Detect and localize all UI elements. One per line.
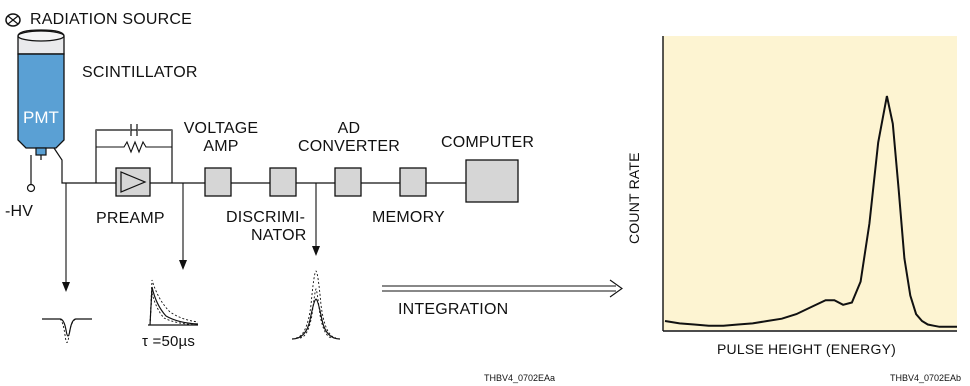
memory-box: [399, 167, 427, 197]
hv-terminal: [26, 183, 36, 193]
pmt-pulse-waveform: [42, 318, 92, 343]
voltage-amp-label-1: VOLTAGE: [183, 120, 259, 137]
chart-plot-area: [663, 36, 957, 330]
pmt-label: PMT: [23, 108, 59, 127]
computer-box: [465, 159, 519, 203]
preamp-label: PREAMP: [96, 210, 165, 227]
discriminator-box: [269, 167, 297, 197]
preamp-output-arrow: [179, 183, 187, 270]
radiation-source-label: RADIATION SOURCE: [30, 11, 193, 28]
ad-converter-label-2: CONVERTER: [298, 138, 400, 155]
voltage-amp-label-2: AMP: [203, 138, 239, 155]
preamp-pulse-waveform: [148, 279, 199, 326]
preamp-box: [115, 167, 151, 197]
figure-code-right: THBV4_0702EAb: [890, 373, 962, 383]
scintillator-label: SCINTILLATOR: [82, 64, 198, 81]
integration-arrow: [382, 279, 623, 298]
chart-x-label: PULSE HEIGHT (ENERGY): [717, 341, 896, 357]
voltage-amp-box: [204, 167, 232, 197]
signal-wire: [53, 147, 116, 184]
memory-label: MEMORY: [372, 209, 445, 226]
hv-label: -HV: [5, 203, 34, 220]
spectrum-line: [664, 95, 957, 328]
tau-label: τ =50µs: [142, 333, 196, 350]
figure-code-left: THBV4_0702EAa: [484, 373, 556, 383]
ad-converter-box: [334, 167, 362, 197]
discriminator-label-2: NATOR: [251, 227, 307, 244]
radiation-source-icon: [5, 13, 21, 27]
pmt-tube: [17, 29, 65, 160]
amp-output-arrow: [312, 183, 320, 256]
chart-y-label: COUNT RATE: [626, 152, 642, 244]
integration-label: INTEGRATION: [398, 301, 509, 318]
computer-label: COMPUTER: [441, 134, 535, 151]
ad-converter-label-1: AD: [337, 120, 361, 137]
discriminator-label-1: DISCRIMI-: [226, 209, 306, 226]
amp-pulse-waveform: [291, 270, 341, 340]
pmt-output-arrow: [62, 183, 70, 292]
